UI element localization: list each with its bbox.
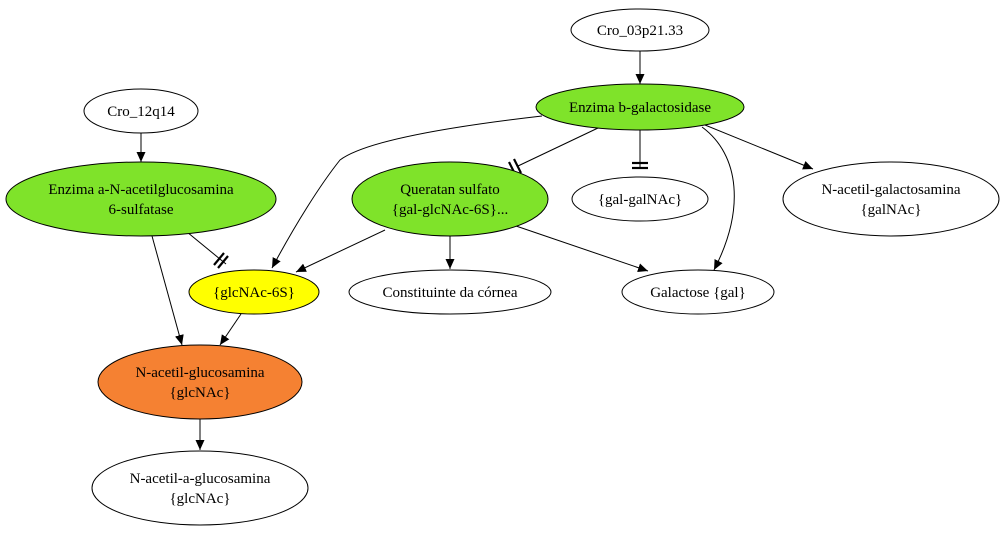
node-glcnac-6s-label-1: {glcNAc-6S} (213, 285, 295, 301)
node-cro-03p21-ellipse (570, 8, 710, 52)
edge-queratan-to-glcnac6s (295, 229, 386, 273)
edge-queratan-to-galactose (515, 225, 649, 273)
node-gal-galnac-label-1: {gal-galNAc} (598, 192, 682, 208)
node-cro-03p21[interactable]: Cro_03p21.33 (570, 8, 710, 52)
edge-glcnac-enzyme-to-n-acetil-glucosamina (151, 235, 184, 346)
node-n-acetil-galactosamina[interactable]: N-acetil-galactosamina {galNAc} (782, 161, 1000, 237)
edge-bgal-to-galactose (701, 126, 735, 271)
node-n-acetil-a-glucosamina[interactable]: N-acetil-a-glucosamina {glcNAc} (91, 450, 309, 526)
node-glcnac-6s-ellipse (188, 269, 320, 315)
node-n-acetil-glucosamina-label-2: {glcNAc} (169, 385, 230, 401)
node-enzima-a-n-acetilglucosamina-ellipse (5, 161, 277, 237)
node-glcnac-6s[interactable]: {glcNAc-6S} (188, 269, 320, 315)
edge-bgal-to-queratan (517, 127, 599, 167)
node-queratan-sulfato-label-2: {gal-glcNAc-6S}... (392, 202, 508, 218)
edge-bgal-to-n-acetil-galactosamina (704, 124, 814, 170)
node-n-acetil-glucosamina[interactable]: N-acetil-glucosamina {glcNAc} (97, 344, 303, 420)
node-cro-03p21-label-1: Cro_03p21.33 (597, 23, 683, 39)
node-constituinte-da-cornea[interactable]: Constituinte da córnea (348, 269, 552, 315)
edge-glcnac-enzyme-glcnac6s-tee-1 (213, 252, 225, 266)
edge-glcnac-enzyme-glcnac6s-tee-2 (217, 255, 229, 269)
node-enzima-b-galactosidase-label-1: Enzima b-galactosidase (569, 100, 711, 116)
node-queratan-sulfato[interactable]: Queratan sulfato {gal-glcNAc-6S}... (351, 161, 549, 237)
node-queratan-sulfato-label-1: Queratan sulfato (400, 182, 500, 198)
node-galactose-label-1: Galactose {gal} (650, 285, 746, 301)
node-n-acetil-a-glucosamina-label-2: {glcNAc} (169, 491, 230, 507)
node-n-acetil-galactosamina-ellipse (782, 161, 1000, 237)
node-enzima-a-n-acetilglucosamina-label-1: Enzima a-N-acetilglucosamina (48, 182, 234, 198)
node-enzima-a-n-acetilglucosamina-label-2: 6-sulfatase (109, 202, 174, 218)
node-galactose[interactable]: Galactose {gal} (621, 269, 775, 315)
node-n-acetil-glucosamina-ellipse (97, 344, 303, 420)
node-constituinte-da-cornea-ellipse (348, 269, 552, 315)
node-gal-galnac[interactable]: {gal-galNAc} (571, 176, 709, 222)
edge-glcnac6s-to-n-acetil-glucosamina (219, 313, 242, 346)
node-n-acetil-a-glucosamina-ellipse (91, 450, 309, 526)
edge-bgal-queratan-tee-2 (513, 158, 522, 174)
node-constituinte-da-cornea-label-1: Constituinte da córnea (383, 285, 518, 301)
node-cro-12q14-label-1: Cro_12q14 (107, 104, 175, 120)
node-enzima-a-n-acetilglucosamina[interactable]: Enzima a-N-acetilglucosamina 6-sulfatase (5, 161, 277, 237)
node-queratan-sulfato-ellipse (351, 161, 549, 237)
node-galactose-ellipse (621, 269, 775, 315)
node-gal-galnac-ellipse (571, 176, 709, 222)
node-enzima-b-galactosidase-ellipse (535, 83, 745, 131)
node-n-acetil-a-glucosamina-label-1: N-acetil-a-glucosamina (130, 471, 271, 487)
edge-bgal-to-glcnac6s (271, 115, 543, 269)
nodes: Cro_03p21.33 Cro_12q14 Enzima b-galactos… (5, 8, 1000, 526)
node-cro-12q14[interactable]: Cro_12q14 (83, 88, 199, 134)
node-n-acetil-galactosamina-label-1: N-acetil-galactosamina (821, 182, 960, 198)
node-n-acetil-galactosamina-label-2: {galNAc} (860, 202, 921, 218)
edges (136, 51, 814, 450)
node-n-acetil-glucosamina-label-1: N-acetil-glucosamina (135, 365, 264, 381)
node-cro-12q14-ellipse (83, 88, 199, 134)
node-enzima-b-galactosidase[interactable]: Enzima b-galactosidase (535, 83, 745, 131)
